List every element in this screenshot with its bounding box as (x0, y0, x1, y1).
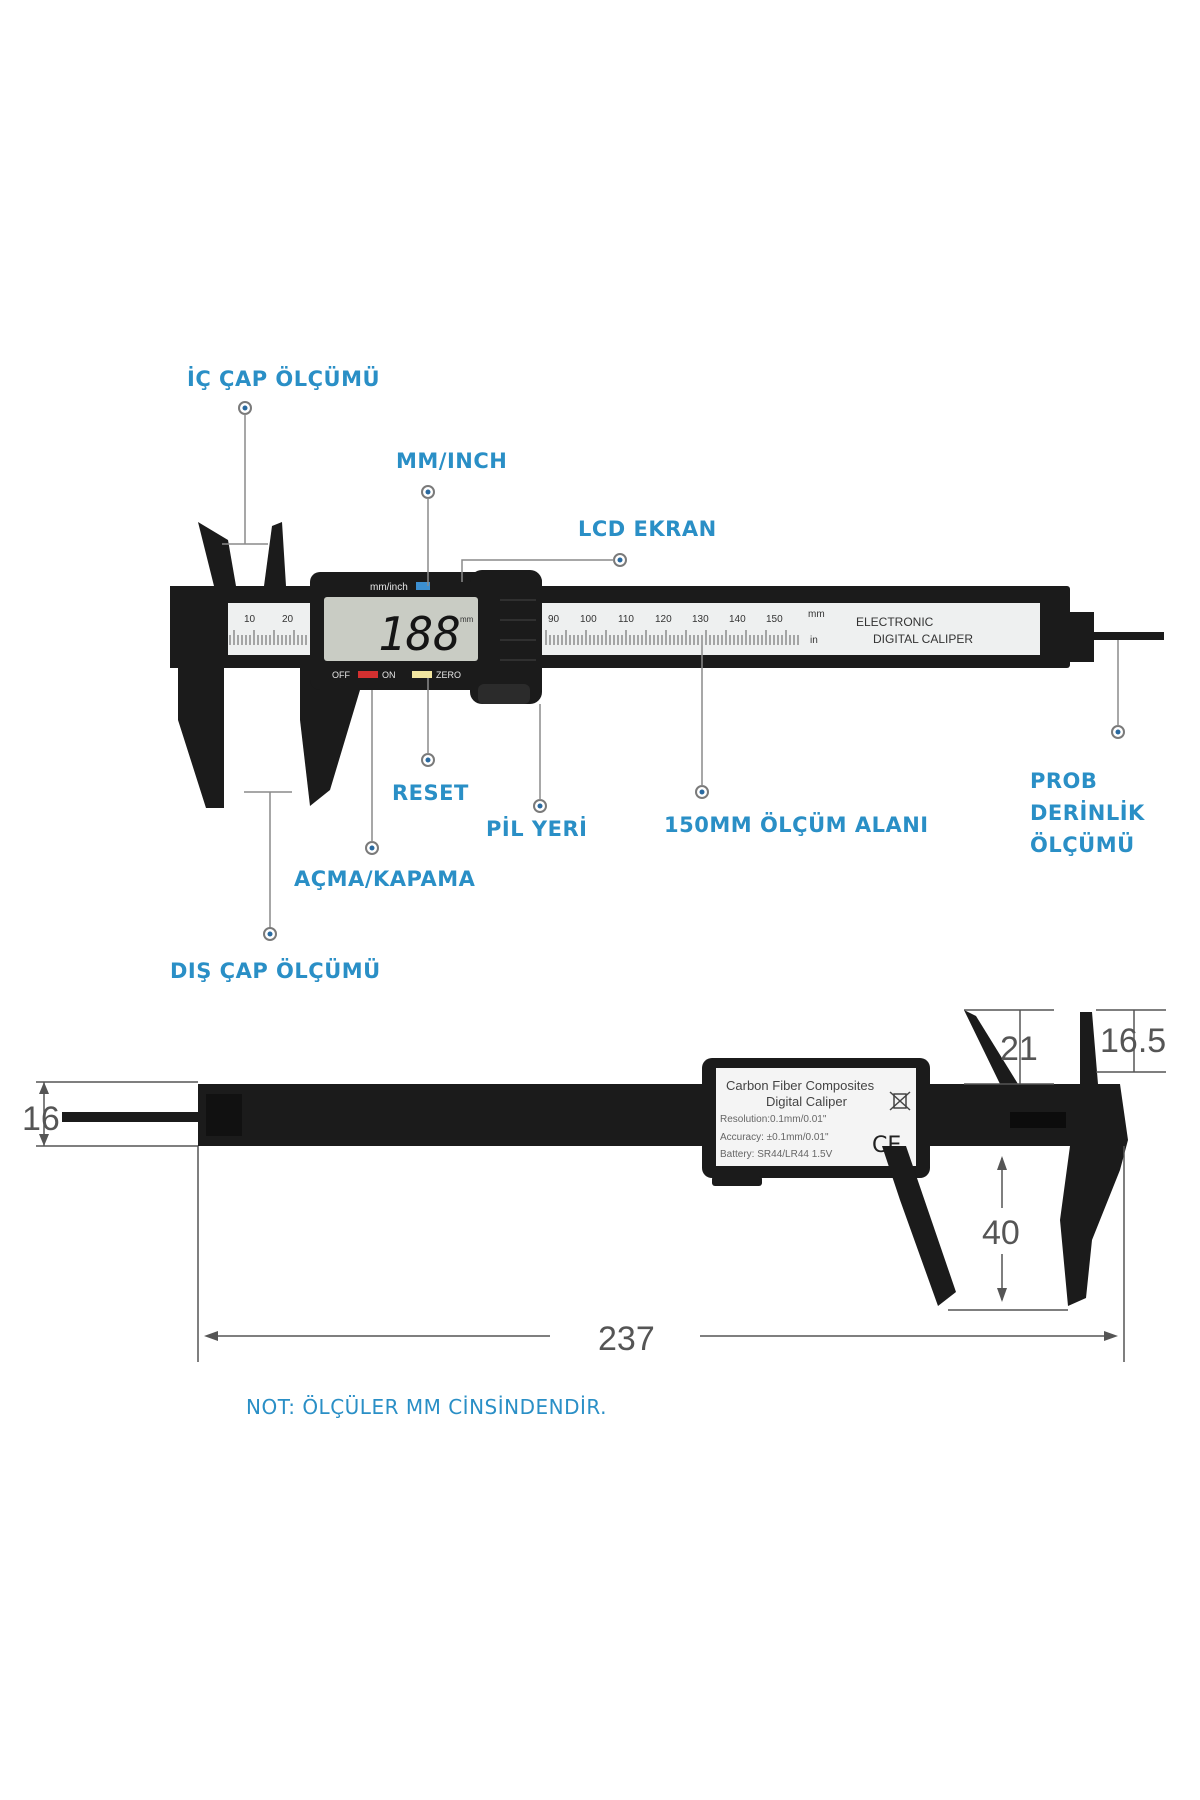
label-lcd-screen: LCD EKRAN (578, 517, 717, 541)
power-button[interactable] (358, 671, 378, 678)
label-measuring-range: 150MM ÖLÇÜM ALANI (664, 812, 929, 837)
bottom-caliper: Carbon Fiber Composites Digital Caliper … (62, 1010, 1128, 1306)
scale-title: ELECTRONIC (856, 615, 934, 629)
dimensions: 16 21 16.5 40 237 (22, 1009, 1166, 1362)
label-depth: DERİNLİK (1030, 800, 1145, 825)
label-probe: PROB (1030, 769, 1097, 793)
unit-mm: mm (808, 609, 825, 620)
scale-number: 150 (766, 614, 783, 625)
scale-number: 90 (548, 614, 560, 625)
label-inner-diameter: İÇ ÇAP ÖLÇÜMÜ (187, 366, 380, 391)
lcd-display (324, 597, 478, 661)
plate-line: Battery: SR44/LR44 1.5V (720, 1149, 833, 1160)
lcd-value: 188 (378, 607, 461, 661)
scale-number: 110 (618, 614, 634, 625)
label-measurement: ÖLÇÜMÜ (1030, 832, 1135, 857)
dim-total-length: 237 (598, 1320, 655, 1358)
plate-line: Accuracy: ±0.1mm/0.01" (720, 1132, 829, 1143)
scale-numbers-right: 90 100 110 120 130 140 150 (548, 614, 783, 625)
recycle-bin-icon (889, 1091, 911, 1111)
scale-number: 140 (729, 614, 746, 625)
thumb-wheel (478, 684, 530, 704)
scale-number: 130 (692, 614, 709, 625)
plate-line: Resolution:0.1mm/0.01" (720, 1114, 827, 1125)
scale-number: 10 (244, 614, 256, 625)
label-outer-diameter: DIŞ ÇAP ÖLÇÜMÜ (170, 958, 381, 983)
off-label: OFF (332, 670, 350, 680)
lcd-unit: mm (460, 615, 474, 624)
dim-probe-height: 16 (22, 1100, 60, 1138)
scale-number: 120 (655, 614, 672, 625)
label-mm-inch: MM/INCH (396, 449, 507, 473)
callouts: İÇ ÇAP ÖLÇÜMÜ MM/INCH LCD EKRAN RESET Pİ… (170, 366, 1145, 983)
label-on-off: AÇMA/KAPAMA (294, 867, 476, 891)
mode-button-label: mm/inch (370, 582, 408, 593)
battery-cover (500, 599, 536, 661)
scale-subtitle: DIGITAL CALIPER (873, 632, 973, 646)
dim-inner-jaw: 21 (1000, 1030, 1038, 1068)
scale-number: 20 (282, 614, 294, 625)
scale-number: 100 (580, 614, 597, 625)
unit-in: in (810, 635, 818, 646)
note-text: NOT: ÖLÇÜLER MM CİNSİNDENDİR. (246, 1395, 607, 1419)
label-battery-slot: PİL YERİ (486, 816, 587, 841)
label-reset: RESET (392, 781, 469, 805)
plate-line: Carbon Fiber Composites (726, 1078, 875, 1093)
plate-line: Digital Caliper (766, 1094, 848, 1109)
mode-button[interactable] (416, 582, 430, 590)
top-caliper: 0 10 20 90 100 110 120 130 140 150 mm in… (170, 522, 1164, 808)
info-plate (716, 1068, 916, 1166)
zero-label: ZERO (436, 670, 461, 680)
dim-inner-jaw-tip: 16.5 (1100, 1022, 1166, 1060)
zero-button[interactable] (412, 671, 432, 678)
dim-outer-jaw: 40 (982, 1214, 1020, 1252)
on-label: ON (382, 670, 396, 680)
